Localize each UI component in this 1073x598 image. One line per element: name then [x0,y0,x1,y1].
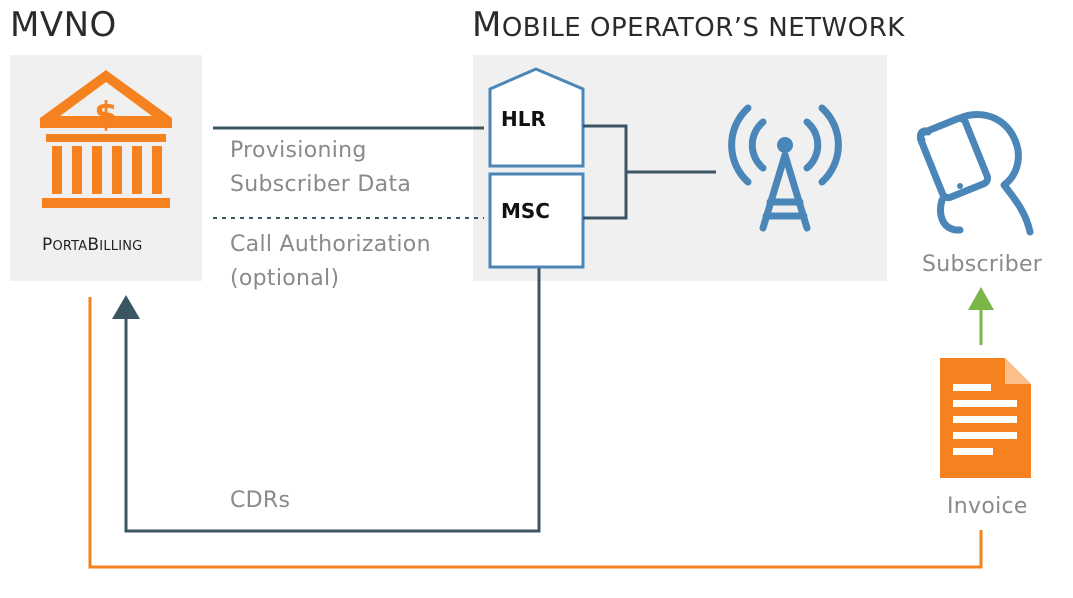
delivery-arrowhead [968,287,994,310]
msc-label: MSC [501,199,550,223]
document-icon [940,358,1031,478]
subscriber-label: Subscriber [922,252,1043,277]
portabilling-label: PORTABILLING [42,235,143,255]
provisioning-label: Provisioning Subscriber Data [230,138,412,197]
invoice-line [88,297,983,569]
hlr-label: HLR [501,107,546,131]
cdrs-label: CDRs [230,488,291,513]
mvno-heading: MVNO [10,5,117,45]
cdr-line [124,268,541,533]
cell-tower-icon [728,104,842,232]
hlr-msc-connector [583,124,628,220]
msc-box [488,172,585,269]
operator-network-heading: MOBILE OPERATOR’S NETWORK [472,5,905,45]
phone-in-hand-icon [916,111,1034,236]
mvno-panel [10,55,202,281]
bank-building-dollar-icon: $ [40,70,172,208]
svg-text:$: $ [94,95,118,135]
invoice-label: Invoice [947,494,1028,519]
cdr-arrowhead [112,295,140,319]
authorization-label: Call Authorization (optional) [230,232,431,291]
